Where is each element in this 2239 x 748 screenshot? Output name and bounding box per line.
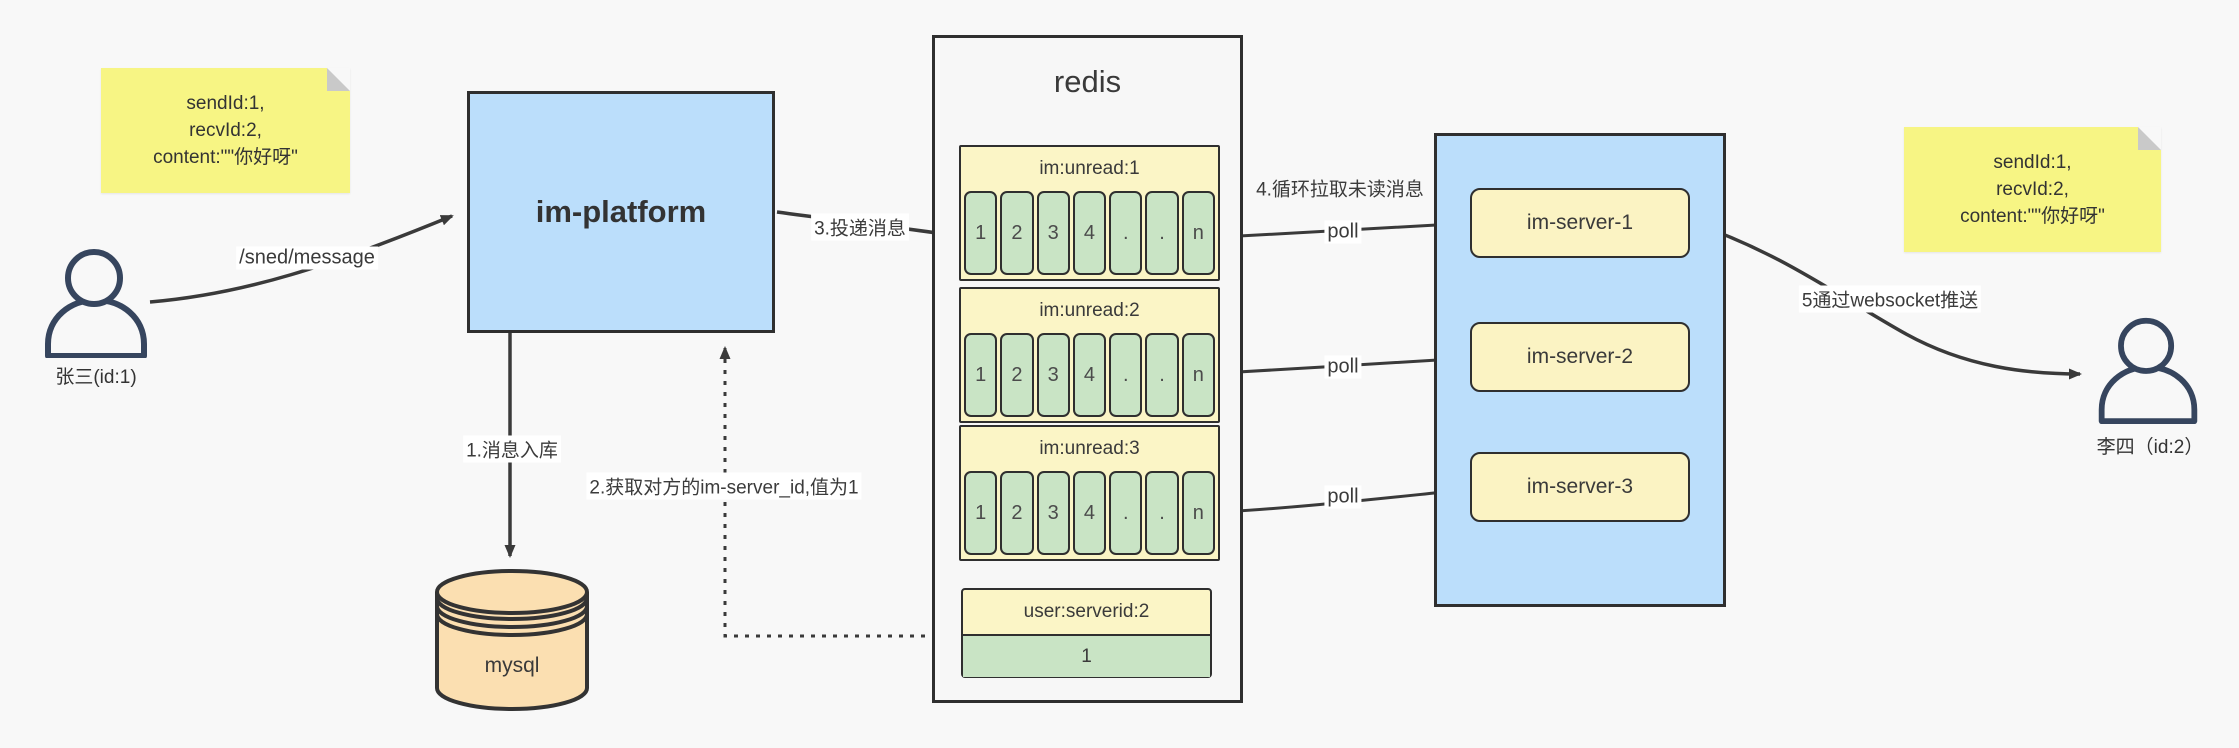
queue-cell: .	[1145, 333, 1179, 417]
queue-cell: 3	[1036, 471, 1070, 555]
queue-cell: 1	[964, 471, 998, 555]
im-server-1-box: im-server-1	[1470, 188, 1690, 258]
queue-im-unread-1: im:unread:1 1 2 3 4 . . n	[959, 145, 1220, 281]
queue-cell: 4	[1072, 333, 1107, 417]
edge-label-poll-2: poll	[1324, 355, 1362, 379]
queue-cell: 2	[1000, 471, 1034, 555]
queue-cell: n	[1181, 191, 1215, 275]
mysql-database: mysql	[430, 566, 594, 718]
queue-cell: n	[1181, 333, 1215, 417]
im-server-3-box: im-server-3	[1470, 452, 1690, 522]
queue-cell: 3	[1036, 333, 1070, 417]
im-server-cluster: im-server-1 im-server-2 im-server-3	[1434, 133, 1726, 607]
queue-cell: 3	[1036, 191, 1070, 275]
queue-cell: .	[1109, 471, 1143, 555]
queue-im-unread-2: im:unread:2 1 2 3 4 . . n	[959, 287, 1220, 423]
queue-name: im:unread:3	[1039, 438, 1140, 459]
queue-cell: 1	[964, 191, 998, 275]
queue-cell: 2	[1000, 191, 1034, 275]
note-fold-corner	[2138, 127, 2161, 150]
note-line: recvId:2,	[189, 120, 262, 141]
note-line: sendId:1,	[186, 93, 265, 114]
actor-receiver: 李四（id:2）	[2092, 316, 2208, 458]
queue-cell: 4	[1072, 471, 1107, 555]
queue-cell: .	[1145, 471, 1179, 555]
redis-container: redis im:unread:1 1 2 3 4 . . n im:unrea…	[932, 35, 1243, 703]
queue-cell: 1	[964, 333, 998, 417]
queue-cell: n	[1181, 471, 1215, 555]
edge-label-websocket-push: 5通过websocket推送	[1798, 285, 1982, 313]
queue-im-unread-3: im:unread:3 1 2 3 4 . . n	[959, 425, 1220, 561]
queue-name: im:unread:2	[1039, 300, 1140, 321]
kv-user-serverid: user:serverid:2 1	[961, 588, 1212, 678]
sticky-note-sender-payload: sendId:1, recvId:2, content:""你好呀"	[101, 68, 350, 193]
redis-title: redis	[1053, 64, 1122, 99]
queue-cell: .	[1109, 333, 1143, 417]
kv-value: 1	[963, 636, 1210, 677]
queue-cells: 1 2 3 4 . . n	[961, 191, 1218, 275]
queue-cells: 1 2 3 4 . . n	[961, 333, 1218, 417]
person-icon	[45, 249, 147, 359]
note-line: content:""你好呀"	[1960, 206, 2105, 227]
edge-label-store: 1.消息入库	[463, 435, 561, 463]
edge-label-poll-3: poll	[1324, 485, 1362, 509]
im-server-2-label: im-server-2	[1526, 345, 1634, 368]
note-line: content:""你好呀"	[153, 147, 298, 168]
actor-sender-label: 张三(id:1)	[55, 367, 137, 388]
mysql-label: mysql	[485, 654, 540, 677]
edge-label-lookup-serverid: 2.获取对方的im-server_id,值为1	[586, 472, 862, 500]
edge-label-poll-1: poll	[1324, 220, 1362, 244]
im-server-2-box: im-server-2	[1470, 322, 1690, 392]
im-server-3-label: im-server-3	[1526, 475, 1634, 498]
actor-receiver-label: 李四（id:2）	[2096, 437, 2204, 458]
database-cylinder-icon: mysql	[435, 569, 589, 711]
queue-cell: .	[1109, 191, 1143, 275]
queue-name: im:unread:1	[1039, 158, 1140, 179]
sticky-note-receiver-payload: sendId:1, recvId:2, content:""你好呀"	[1904, 127, 2161, 252]
im-platform-label: im-platform	[535, 194, 707, 229]
im-server-1-label: im-server-1	[1526, 211, 1634, 234]
note-line: recvId:2,	[1996, 179, 2069, 200]
edge-label-pull-unread: 4.循环拉取未读消息	[1256, 179, 1424, 201]
edge-label-send-message: /sned/message	[236, 246, 378, 270]
note-line: sendId:1,	[1993, 152, 2072, 173]
actor-sender: 张三(id:1)	[38, 248, 154, 388]
queue-cell: 4	[1072, 191, 1107, 275]
edge-label-deliver: 3.投递消息	[811, 213, 909, 241]
queue-cell: .	[1145, 191, 1179, 275]
queue-cell: 2	[1000, 333, 1034, 417]
note-fold-corner	[327, 68, 350, 91]
queue-cells: 1 2 3 4 . . n	[961, 471, 1218, 555]
kv-key: user:serverid:2	[963, 590, 1210, 636]
person-icon	[2098, 317, 2198, 425]
im-platform-box: im-platform	[467, 91, 775, 333]
